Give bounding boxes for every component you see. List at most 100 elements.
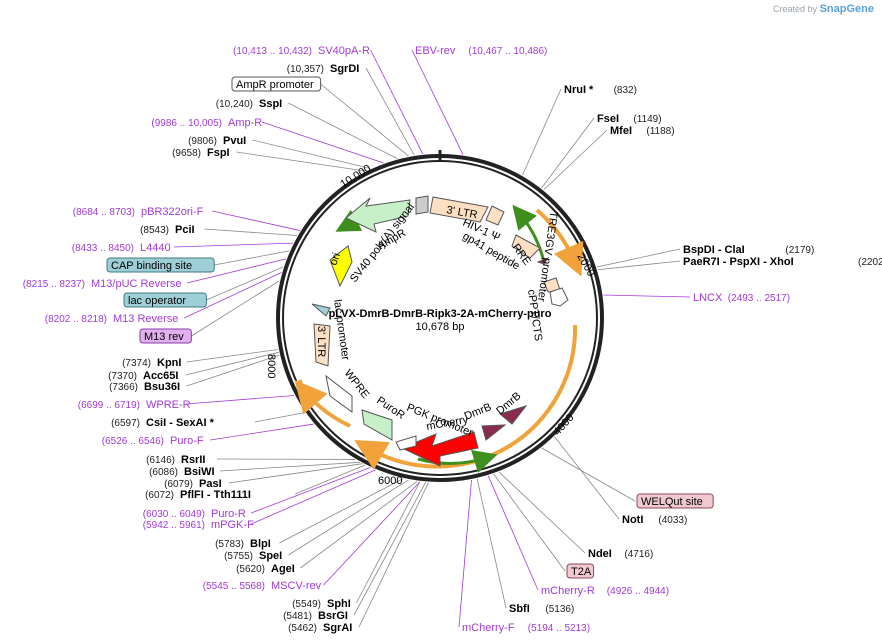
feature-rre: [511, 234, 541, 259]
label-sgrai-position: (5462): [288, 623, 317, 634]
label-agei-leader: [300, 481, 418, 569]
snapgene-logo: SnapGene: [819, 3, 874, 15]
label-m13-rev: M13 rev: [144, 331, 184, 343]
feature-shapes: [311, 195, 569, 467]
label-mfei-leader: [543, 129, 608, 191]
label-rsrii: RsrII: [181, 454, 205, 466]
feature-3ltr-top: [429, 196, 489, 223]
label-kpni: KpnI: [157, 357, 181, 369]
label-amp-r-position: (9986 .. 10,005): [151, 118, 222, 129]
label-ndei-position: (4716): [624, 549, 653, 560]
label-cap-binding-site: CAP binding site: [111, 260, 192, 272]
plasmid-name: pLVX-DmrB-DmrB-Ripk3-2A-mCherry-puro: [329, 308, 552, 320]
label-mcherry-f: mCherry-F: [462, 622, 515, 634]
label-bsiwi-position: (6086): [149, 467, 178, 478]
feature-mcherry: [400, 431, 479, 467]
label-sgrdi-leader: [365, 67, 415, 156]
label-puro-f: Puro-F: [170, 435, 204, 447]
feature-dmrb-1: [498, 405, 528, 425]
snapgene-credit: Created by SnapGene: [773, 3, 874, 15]
label-t2a: T2A: [571, 566, 592, 578]
label-paer7i-pspxi-xhoi-leader: [597, 260, 681, 271]
label-sv40pa-r-position: (10,413 .. 10,432): [233, 46, 312, 57]
label-noti-position: (4033): [658, 515, 687, 526]
label-nrui: NruI *: [564, 84, 594, 96]
label-pflfi-tth111i-position: (6072): [145, 490, 174, 501]
label-ampr-promoter-leader: [320, 83, 409, 157]
label-ebv-rev-leader: [411, 49, 464, 155]
label-pasi: PasI: [199, 478, 222, 490]
label-welqut-site: WELQut site: [641, 496, 703, 508]
label-kpni-position: (7374): [122, 358, 151, 369]
label-mfei-position: (1188): [646, 126, 674, 137]
label-bspdi-clai-leader: [596, 248, 681, 268]
feature-wpre: [325, 374, 353, 413]
label-t2a-box: [566, 563, 595, 579]
label-wpre-r-position: (6699 .. 6719): [78, 400, 140, 411]
label-kpni-leader: [186, 349, 279, 363]
label-m13-rev-box: [139, 328, 192, 344]
label-sbfi: SbfI: [509, 603, 530, 615]
label-sv40pa-r: SV40pA-R: [318, 45, 370, 57]
feature-sv40-polya: [415, 195, 429, 215]
label-spei-leader: [288, 479, 409, 556]
label-pbr322ori-f-leader: [212, 210, 301, 231]
label-spei-position: (5755): [224, 551, 253, 562]
side-labels: (10,413 .. 10,432)SV40pA-R(10,357)SgrDIA…: [23, 45, 882, 634]
label-pvui-leader: [252, 139, 371, 169]
label-sv40pa-r-leader: [370, 49, 424, 155]
label-l4440-position: (8433 .. 8450): [72, 243, 134, 254]
label-bspdi-clai-position: (2179): [785, 245, 814, 256]
label-m13-puc-reverse-leader: [186, 258, 287, 284]
label-sspi-position: (10,240): [216, 99, 253, 110]
label-pcii-leader: [204, 228, 298, 236]
orf-arc-4: [298, 379, 304, 391]
label-l4440-leader: [173, 242, 293, 248]
label-blpi-position: (5783): [215, 539, 244, 550]
label-mscv-rev-position: (5545 .. 5568): [203, 581, 265, 592]
label-bsrgi-position: (5481): [283, 611, 312, 622]
label-csii-sexai-position: (6597): [111, 418, 140, 429]
label-wpre-r-leader: [186, 395, 295, 405]
label-bsu36i: Bsu36I: [144, 381, 180, 393]
label-wpre-r: WPRE-R: [146, 399, 191, 411]
label-m13-reverse-leader: [184, 272, 282, 319]
label-mpgk-f-leader: [251, 469, 376, 525]
label-puro-f-leader: [210, 423, 314, 441]
label-nrui-leader: [522, 88, 562, 176]
label-sgrai: SgrAI: [323, 622, 352, 634]
label-lac-operator: lac operator: [128, 295, 186, 307]
label-paer7i-pspxi-xhoi: PaeR7I - PspXI - XhoI: [683, 256, 794, 268]
label-sphi-leader: [356, 481, 421, 604]
tick-6000: 6000: [378, 475, 402, 487]
label-ebv-rev-position: (10,467 .. 10,486): [468, 46, 547, 57]
label-amp-r: Amp-R: [228, 117, 262, 129]
label-sgrdi: SgrDI: [330, 63, 359, 75]
feature-label-ori: ori: [328, 251, 343, 267]
label-lac-operator-leader: [206, 266, 284, 301]
label-sspi-leader: [288, 102, 398, 159]
label-pasi-position: (6079): [164, 479, 193, 490]
label-pflfi-tth111i-leader: [295, 464, 366, 495]
label-rsrii-position: (6146): [146, 455, 175, 466]
label-bsiwi-leader: [219, 461, 361, 472]
tick-8000: 8000: [265, 354, 277, 378]
label-bsrgi: BsrGI: [318, 610, 348, 622]
label-bspdi-clai: BspDI - ClaI: [683, 244, 745, 256]
label-puro-f-position: (6526 .. 6546): [102, 436, 164, 447]
tick-2000: 2000: [574, 252, 597, 279]
leader-lines: [173, 49, 691, 628]
label-lncx-leader: [603, 294, 691, 298]
orf-arcs: [294, 208, 584, 470]
label-cap-binding-site-leader: [214, 250, 290, 266]
label-m13-reverse: M13 Reverse: [113, 313, 178, 325]
label-agei-position: (5620): [236, 564, 265, 575]
label-pasi-leader: [228, 463, 363, 484]
label-mcherry-f-leader: [458, 479, 472, 628]
label-l4440: L4440: [140, 242, 171, 254]
feature-3ltr-left: [313, 323, 331, 367]
label-mscv-rev-leader: [323, 481, 421, 586]
label-lncx: LNCX: [693, 292, 723, 304]
label-bsrgi-leader: [353, 482, 426, 616]
